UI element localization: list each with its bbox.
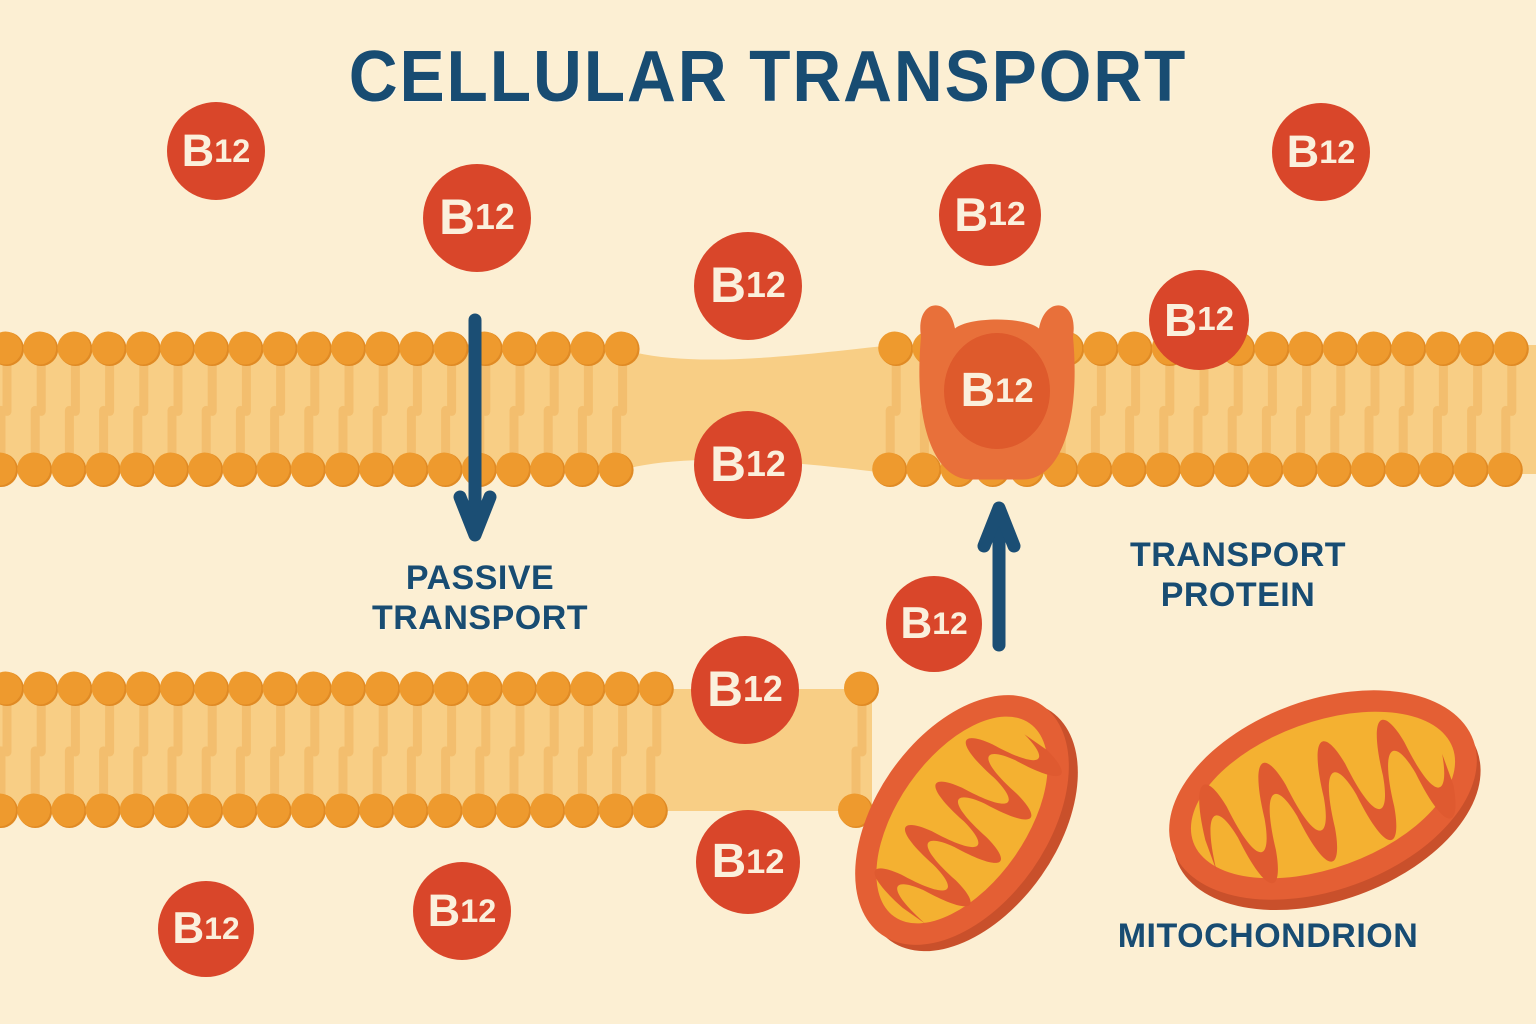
b12-letter: B: [1163, 294, 1198, 346]
b12-letter: B: [960, 364, 996, 417]
passive-transport-arrow: [453, 313, 497, 542]
mitochondrion-left: [855, 695, 1078, 952]
b12-number: 12: [746, 265, 786, 306]
mitochondrion-right: [1169, 690, 1481, 911]
b12-number: 12: [460, 892, 497, 929]
page-title: CELLULAR TRANSPORT: [348, 37, 1188, 117]
b12-letter: B: [954, 188, 989, 241]
active-transport-arrow: [977, 501, 1021, 652]
b12-letter: B: [900, 598, 933, 648]
b12-number: 12: [475, 197, 515, 238]
passive-transport-label: PASSIVE TRANSPORT: [371, 559, 589, 638]
b12-number: 12: [746, 842, 785, 881]
transport-protein-cavity: [944, 333, 1050, 449]
b12-number: 12: [995, 371, 1034, 410]
b12-number: 12: [204, 910, 240, 947]
b12-letter: B: [707, 661, 744, 718]
b12-number: 12: [743, 669, 783, 710]
b12-number: 12: [932, 605, 968, 642]
organelles-group: [855, 690, 1481, 952]
b12-letter: B: [172, 903, 205, 953]
b12-number: 12: [214, 132, 251, 169]
arrows-group: [453, 313, 1021, 652]
mitochondrion-label: MITOCHONDRION: [1117, 917, 1419, 955]
b12-letter: B: [710, 257, 747, 314]
b12-letter: B: [181, 125, 215, 177]
b12-number: 12: [1197, 301, 1235, 339]
b12-number: 12: [746, 444, 786, 485]
b12-letter: B: [710, 436, 747, 493]
b12-letter: B: [427, 885, 461, 937]
b12-letter: B: [439, 189, 476, 246]
cristae: [1199, 719, 1456, 884]
b12-letter: B: [711, 835, 747, 889]
cristae: [874, 734, 1062, 924]
b12-number: 12: [1319, 133, 1356, 170]
transport-protein-label: TRANSPORT PROTEIN: [1129, 536, 1347, 615]
b12-letter: B: [1286, 126, 1320, 178]
b12-number: 12: [988, 195, 1026, 234]
transport-protein-group[interactable]: [919, 305, 1075, 480]
